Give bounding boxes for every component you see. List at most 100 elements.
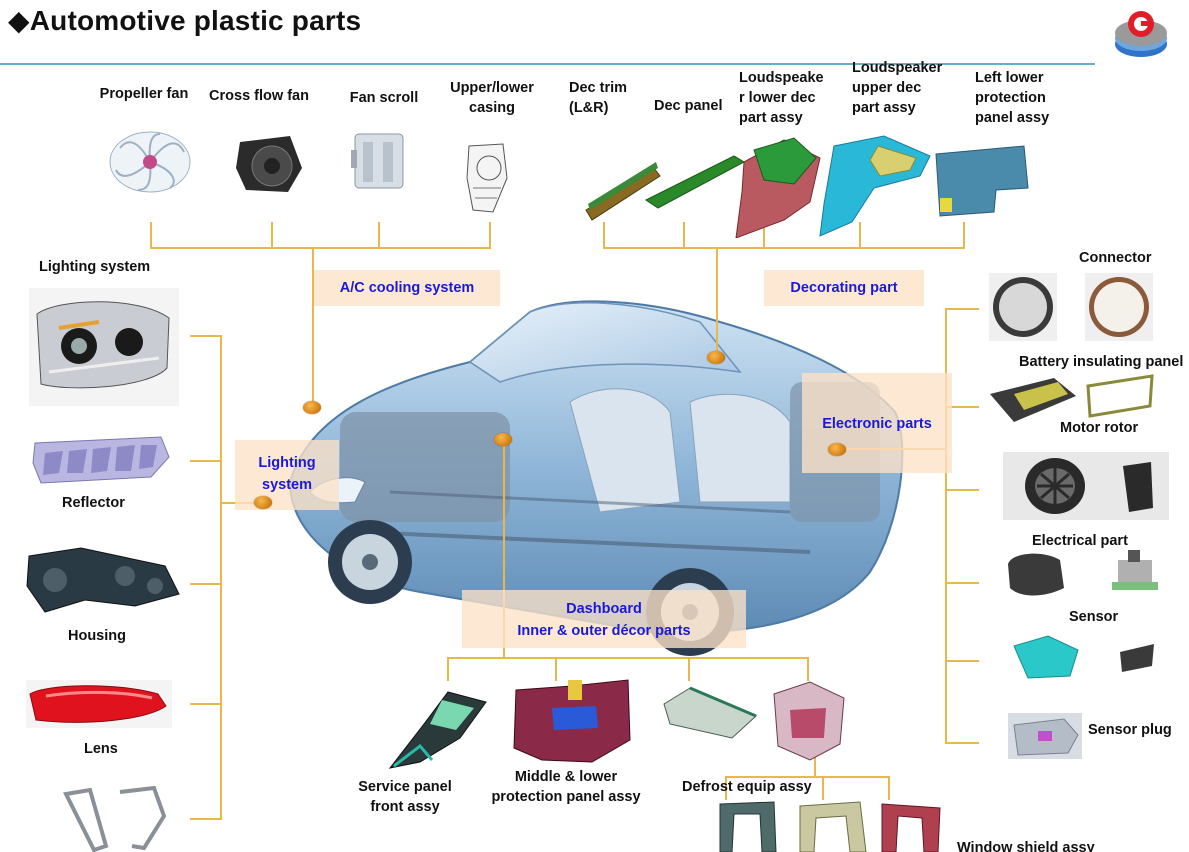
lighting-branch-line (220, 335, 222, 820)
decorating-branch-line (603, 247, 965, 249)
label-lens: Lens (84, 741, 118, 757)
label-ls-upper-3: part assy (852, 100, 916, 116)
dash-tick-4 (807, 657, 809, 681)
connector-image-1 (989, 273, 1057, 341)
defrost-equip-image (660, 684, 758, 742)
lighting-system-image (29, 288, 179, 406)
label-middle-lower-panel: Middle & lower protection panel assy (488, 767, 644, 807)
elec-tick-5 (947, 660, 979, 662)
label-casing-1: Upper/lower (450, 80, 534, 96)
window-shield-image (718, 800, 944, 852)
label-left-lower-2: protection (975, 90, 1046, 106)
electronic-node-dot (828, 443, 846, 456)
def-tick-1 (725, 776, 727, 800)
defrost-branch-line (725, 776, 890, 778)
dashboard-hub-label-1: Dashboard (566, 601, 642, 617)
label-electrical-part: Electrical part (1032, 533, 1128, 549)
label-middle-lower-1: Middle & lower (514, 769, 618, 785)
label-motor-rotor: Motor rotor (1060, 420, 1139, 436)
light-tick-5 (190, 818, 220, 820)
def-tick-2 (822, 776, 824, 800)
defrost-duct-image (770, 680, 846, 762)
elec-tick-6 (947, 742, 979, 744)
decorating-hub-label: Decorating part (790, 280, 898, 296)
label-service-panel: Service panel front assy (355, 777, 455, 817)
reflector-image (31, 433, 173, 487)
dash-tick-2 (555, 657, 557, 681)
electrical-part-image (1004, 548, 1166, 600)
label-ls-lower-3: part assy (739, 110, 803, 126)
dec-tick-1 (603, 222, 605, 248)
ac-node-dot (303, 401, 321, 414)
dec-tick-3 (763, 222, 765, 248)
middle-lower-panel-image (512, 678, 632, 764)
label-loudspeaker-upper: Loudspeaker upper dec part assy (852, 58, 942, 118)
defrost-stem (814, 740, 816, 776)
label-dec-trim: Dec trim (L&R) (569, 78, 627, 118)
electronic-branch-line (945, 308, 947, 744)
label-dec-panel: Dec panel (654, 98, 723, 114)
label-service-panel-1: Service panel (358, 779, 452, 795)
ac-tick-4 (489, 222, 491, 248)
decorating-parts-image (584, 132, 1034, 238)
dec-stem-line (716, 248, 718, 360)
label-propeller-fan: Propeller fan (99, 86, 189, 102)
elec-tick-3 (947, 489, 979, 491)
label-casing: Upper/lower casing (444, 78, 540, 118)
title-text: Automotive plastic parts (29, 5, 362, 36)
light-tick-4 (190, 703, 220, 705)
label-housing: Housing (68, 628, 126, 644)
label-service-panel-2: front assy (370, 799, 440, 815)
label-sensor: Sensor (1069, 609, 1119, 625)
ac-tick-1 (150, 222, 152, 248)
dec-tick-2 (683, 222, 685, 248)
label-left-lower-1: Left lower (975, 70, 1044, 86)
label-connector: Connector (1079, 250, 1152, 266)
light-tick-1 (190, 335, 220, 337)
lighting-hub: Lighting system (235, 440, 339, 510)
sensor-image (1008, 632, 1156, 682)
bracket-part-image (60, 786, 170, 852)
battery-panel-image (984, 372, 1156, 430)
title-diamond-icon: ◆ (8, 5, 30, 36)
decorating-hub: Decorating part (764, 270, 924, 306)
dashboard-branch-line (447, 657, 809, 659)
ac-branch-line (150, 247, 491, 249)
dash-tick-3 (688, 657, 690, 681)
label-middle-lower-2: protection panel assy (491, 789, 641, 805)
lighting-hub-label-1: Lighting (258, 455, 316, 471)
label-lighting-system: Lighting system (39, 259, 151, 275)
label-loudspeaker-lower: Loudspeake r lower dec part assy (739, 68, 824, 128)
label-fan-scroll: Fan scroll (349, 90, 419, 106)
service-panel-image (380, 688, 488, 770)
label-left-lower-3: panel assy (975, 110, 1050, 126)
label-ls-lower-2: r lower dec (739, 90, 816, 106)
label-casing-2: casing (469, 100, 515, 116)
electronic-hub-label: Electronic parts (822, 416, 932, 432)
light-tick-2 (190, 460, 220, 462)
ac-tick-2 (271, 222, 273, 248)
label-ls-upper-1: Loudspeaker (852, 60, 943, 76)
lighting-hub-label-2: system (262, 477, 312, 493)
label-dec-trim-2: (L&R) (569, 100, 609, 116)
casing-image (463, 138, 513, 216)
label-battery-panel: Battery insulating panel (1019, 354, 1184, 370)
elec-tick-2 (947, 406, 979, 408)
lighting-node-dot (254, 496, 272, 509)
sensor-plug-image (1008, 713, 1082, 759)
label-ls-upper-2: upper dec (852, 80, 922, 96)
propeller-fan-image (108, 130, 192, 194)
dash-tick-1 (447, 657, 449, 681)
label-sensor-plug: Sensor plug (1088, 722, 1172, 738)
dashboard-hub-label-2: Inner & outer décor parts (517, 623, 691, 639)
dash-stem-line (503, 442, 505, 658)
company-logo (1110, 6, 1172, 62)
title-underline (0, 63, 1095, 65)
logo-icon (1115, 11, 1167, 57)
label-window-shield: Window shield assy (957, 840, 1095, 852)
dec-tick-4 (859, 222, 861, 248)
fan-scroll-image (347, 128, 411, 194)
dec-tick-5 (963, 222, 965, 248)
ac-tick-3 (378, 222, 380, 248)
label-dec-trim-1: Dec trim (569, 80, 628, 96)
